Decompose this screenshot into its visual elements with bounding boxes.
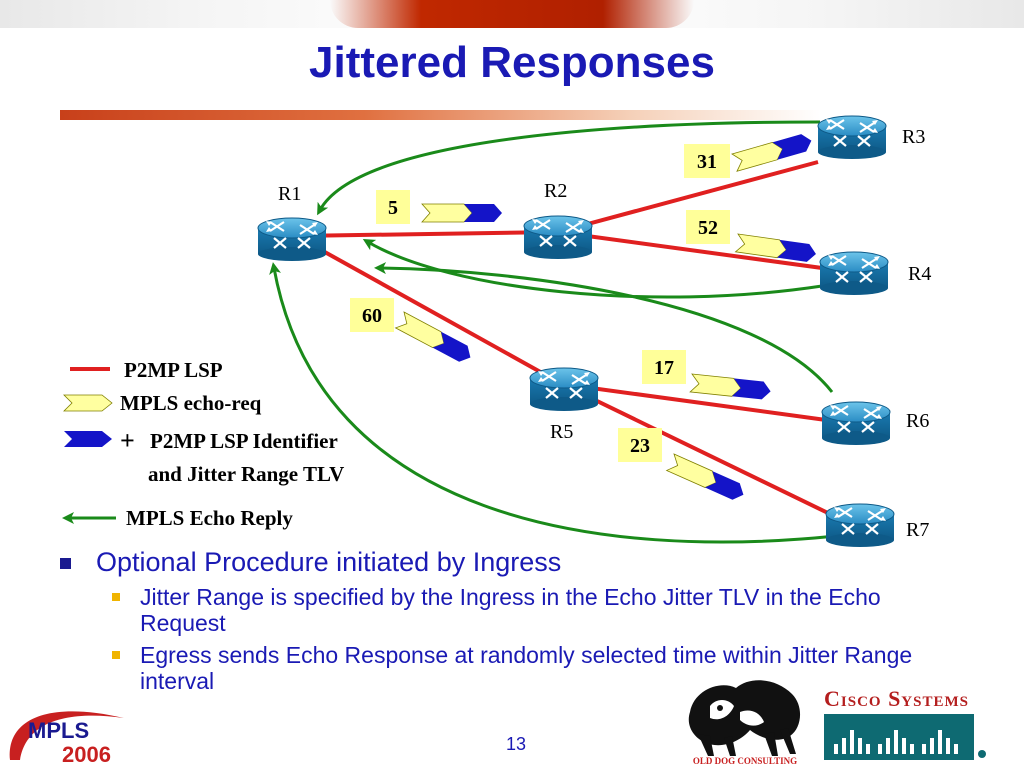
sub-bullet-1: Jitter Range is specified by the Ingress… <box>112 584 940 636</box>
delay-box-r5 <box>350 298 394 332</box>
sub-bullet-2-text: Egress sends Echo Response at randomly s… <box>140 642 913 694</box>
delay-r4: 52 <box>698 217 718 239</box>
cisco-logo-text: Cisco Systems <box>824 686 969 711</box>
reply-r6-r1 <box>374 262 834 393</box>
delay-box-r6 <box>642 350 686 384</box>
delay-r7: 23 <box>630 435 650 457</box>
delay-box-r3 <box>684 144 730 178</box>
packet-r1-r5 <box>395 311 476 366</box>
delay-box-r2 <box>376 190 410 224</box>
label-r5: R5 <box>550 421 573 443</box>
legend-tlv-label-1: P2MP LSP Identifier <box>150 429 338 453</box>
legend-reply-label: MPLS Echo Reply <box>126 506 293 530</box>
lsp-r2-r3 <box>557 160 819 234</box>
delay-box-r7 <box>618 428 662 462</box>
legend-tlv-swatch <box>64 431 112 447</box>
cisco-systems-logo: Cisco Systems <box>824 686 986 760</box>
legend-lsp-label: P2MP LSP <box>124 358 223 382</box>
lsp-r2-r4 <box>557 230 823 270</box>
delay-r2: 5 <box>388 197 398 219</box>
bullet-main-text: Optional Procedure initiated by Ingress <box>96 547 562 577</box>
page-number: 13 <box>505 734 527 754</box>
sub-bullet-1-text: Jitter Range is specified by the Ingress… <box>140 584 881 636</box>
slide-title: Jittered Responses <box>309 38 715 87</box>
router-r2 <box>522 214 594 261</box>
router-r3 <box>816 114 888 161</box>
bullet-main: Optional Procedure initiated by Ingress <box>60 546 940 578</box>
old-dog-consulting-logo: OLD DOG CONSULTING <box>688 680 801 766</box>
reply-r3-r1 <box>317 120 821 216</box>
router-r5 <box>528 366 600 413</box>
lsp-r5-r6 <box>561 382 827 422</box>
legend-plus: + <box>120 426 135 455</box>
packet-r1-r2 <box>421 203 503 223</box>
top-banner <box>0 0 1024 28</box>
sub-bullet-2: Egress sends Echo Response at randomly s… <box>112 642 940 694</box>
mpls-logo-text: MPLS <box>28 718 89 743</box>
router-r1 <box>256 216 328 263</box>
dog-logo-caption: OLD DOG CONSULTING <box>693 756 797 766</box>
label-r3: R3 <box>902 126 925 148</box>
sub-bullet-square-icon <box>112 593 120 601</box>
label-r1: R1 <box>278 183 301 205</box>
bullet-list: Optional Procedure initiated by Ingress … <box>60 546 940 694</box>
bullet-square-icon <box>60 558 71 569</box>
router-r7 <box>824 502 896 549</box>
sub-bullet-square-icon <box>112 651 120 659</box>
legend-tlv-label-2: and Jitter Range TLV <box>148 462 344 486</box>
legend-echo-req-label: MPLS echo-req <box>120 391 262 415</box>
lsp-r1-r2 <box>295 230 559 238</box>
delay-r5: 60 <box>362 305 382 327</box>
packet-r5-r6 <box>689 373 773 401</box>
legend-echo-req-swatch <box>63 394 113 412</box>
label-r7: R7 <box>906 519 929 541</box>
lsp-r5-r7 <box>561 382 831 516</box>
lsp-r1-r5 <box>295 234 563 386</box>
label-r4: R4 <box>908 263 931 285</box>
mpls-2006-logo: MPLS 2006 <box>9 711 124 766</box>
label-r2: R2 <box>544 180 567 202</box>
reply-r7-r1 <box>269 262 837 544</box>
packet-r5-r7 <box>666 453 748 504</box>
delay-box-r4 <box>686 210 730 244</box>
reply-r4-r1 <box>362 238 823 299</box>
top-banner-accent <box>330 0 694 28</box>
label-r6: R6 <box>906 410 929 432</box>
router-r4 <box>818 250 890 297</box>
mpls-logo-swoosh <box>9 711 124 760</box>
delay-r3: 31 <box>697 151 717 173</box>
title-underline <box>60 110 820 120</box>
mpls-logo-year: 2006 <box>62 742 111 766</box>
delay-r6: 17 <box>654 357 674 379</box>
router-r6 <box>820 400 892 447</box>
